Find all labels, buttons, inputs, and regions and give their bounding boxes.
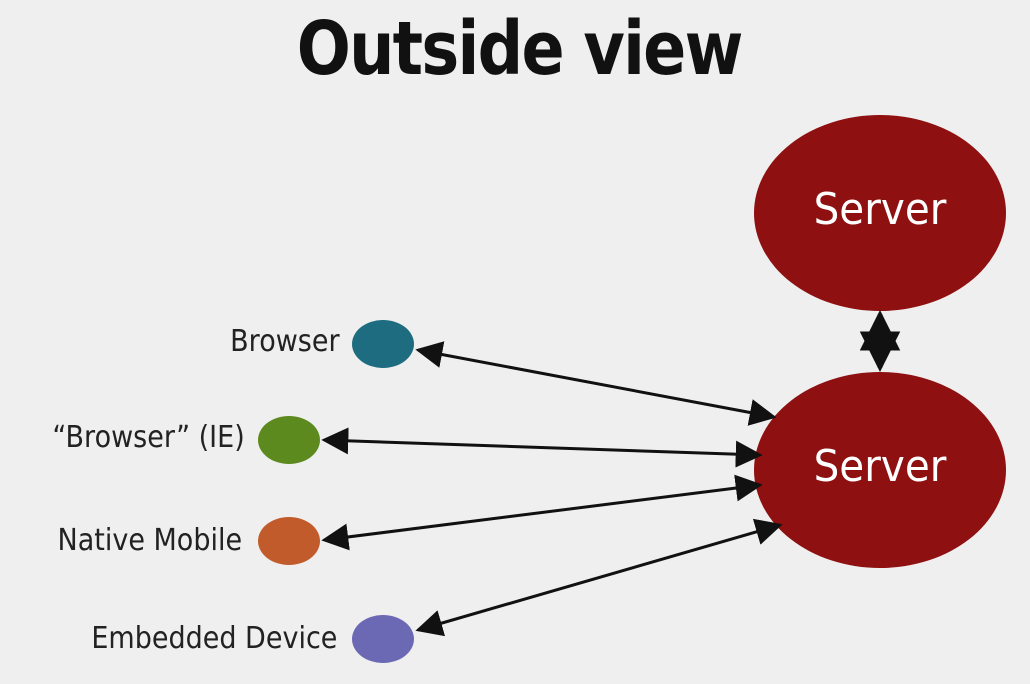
slide-title: Outside view <box>296 6 744 92</box>
native-mobile-connection-arrow <box>321 474 763 551</box>
server-top-label: Server <box>813 184 947 235</box>
server-main-node <box>754 372 1006 568</box>
browser-client-label: Browser <box>230 324 340 359</box>
browser-connection-arrow <box>415 341 777 426</box>
embedded-device-connection-arrow <box>415 518 783 637</box>
server-top-node <box>754 115 1006 311</box>
embedded-device-client-dot <box>352 615 414 663</box>
browser-client-dot <box>352 320 414 368</box>
ie-browser-client-dot <box>258 416 320 464</box>
native-mobile-client-label: Native Mobile <box>57 523 242 558</box>
ie-browser-client-label: “Browser” (IE) <box>52 420 245 455</box>
ie-browser-connection-arrow <box>321 427 763 468</box>
embedded-device-client-label: Embedded Device <box>90 621 337 656</box>
server-main-label: Server <box>813 441 947 492</box>
native-mobile-client-dot <box>258 517 320 565</box>
